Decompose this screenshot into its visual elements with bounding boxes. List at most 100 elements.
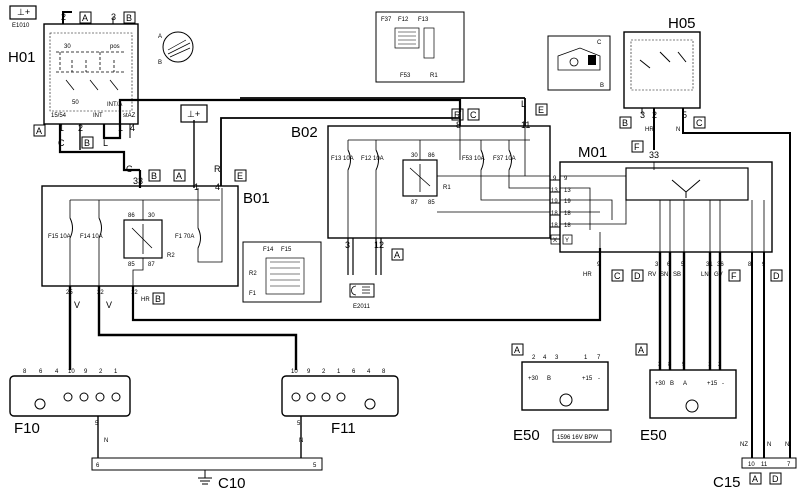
e50-right-label: E50 xyxy=(640,427,667,444)
svg-text:7: 7 xyxy=(787,462,791,468)
f10-label: F10 xyxy=(14,420,40,437)
m01-pin-33: 33 xyxy=(649,150,659,160)
svg-text:4: 4 xyxy=(543,355,547,361)
m01-pin-9: 9 xyxy=(597,262,601,268)
c15-label: C15 xyxy=(713,474,741,491)
svg-text:F12: F12 xyxy=(398,17,409,23)
svg-text:2: 2 xyxy=(532,355,536,361)
m01-tag-c: C xyxy=(614,271,621,281)
f10-light-cluster: F10 8 6 4 10 9 2 1 5 N xyxy=(9,369,131,444)
b01-wire-hr: HR xyxy=(141,297,150,303)
m01-tag-d: D xyxy=(634,271,641,281)
h01-pin-b1: 1 xyxy=(59,123,64,133)
svg-text:10: 10 xyxy=(68,369,75,375)
b02-fuse-box: B02 R C 8 L 11 E F13 10A F12 10A F53 10A… xyxy=(291,99,561,261)
b02-tag-r: R xyxy=(454,110,461,120)
b02-relay-30: 30 xyxy=(411,153,418,159)
h05-tag-c: C xyxy=(696,118,703,128)
h01-label-pos: pos xyxy=(110,44,120,50)
h05-wire-hr: HR xyxy=(645,127,654,133)
svg-text:L: L xyxy=(103,138,108,148)
svg-text:Y: Y xyxy=(565,238,569,244)
svg-text:8: 8 xyxy=(23,369,27,375)
b01-fuse-f15: F15 10A xyxy=(48,234,71,240)
b01-fuse-f14: F14 10A xyxy=(80,234,103,240)
svg-text:11: 11 xyxy=(761,462,768,468)
b01-inset: F14 F15 R2 F1 xyxy=(242,241,322,303)
svg-text:1: 1 xyxy=(337,369,341,375)
svg-text:10: 10 xyxy=(748,462,755,468)
svg-text:B: B xyxy=(670,381,674,387)
svg-text:LN: LN xyxy=(701,272,709,278)
svg-text:9: 9 xyxy=(553,176,557,182)
e50-right: A 3 8 9 1 2 +30 B A +15 - E50 xyxy=(635,343,737,444)
svg-text:N: N xyxy=(104,438,108,444)
svg-text:13: 13 xyxy=(551,188,558,194)
svg-text:19: 19 xyxy=(564,199,571,205)
b02-wire-l: L xyxy=(521,99,526,109)
m01-control-unit: M01 33 9 13 19 18 18 Y 9 3 6 5 31 36 8 9… xyxy=(559,144,783,282)
e50-left: A 2 4 3 1 7 +30 B +15 - E50 1596 16V BPW xyxy=(511,343,612,444)
h05-tag-b: B xyxy=(622,118,628,128)
c15-ground: NZ N N 10 11 7 C15 A D xyxy=(713,442,797,491)
svg-text:GV: GV xyxy=(714,272,723,278)
svg-text:A: A xyxy=(158,34,162,40)
h05-pin-3: 3 xyxy=(640,110,645,120)
b02-tag-c: C xyxy=(470,110,477,120)
b02-relay-name: R1 xyxy=(443,185,451,191)
m01-label: M01 xyxy=(578,144,607,161)
svg-text:2: 2 xyxy=(99,369,103,375)
svg-text:1: 1 xyxy=(114,369,118,375)
h05-label: H05 xyxy=(668,15,696,32)
svg-text:-: - xyxy=(722,381,724,387)
h05-wire-n: N xyxy=(676,127,680,133)
b01-pin-12: 12 xyxy=(131,290,138,296)
b02-fuse-f53: F53 10A xyxy=(462,156,485,162)
svg-text:A: A xyxy=(683,381,687,387)
c10-label: C10 xyxy=(218,475,246,492)
svg-text:9: 9 xyxy=(84,369,88,375)
svg-text:87: 87 xyxy=(148,262,155,268)
svg-text:18: 18 xyxy=(564,211,571,217)
svg-text:4: 4 xyxy=(367,369,371,375)
svg-text:86: 86 xyxy=(128,213,135,219)
svg-text:+30: +30 xyxy=(528,376,539,382)
svg-text:+15: +15 xyxy=(582,376,593,382)
h01-label-30: 30 xyxy=(64,44,71,50)
svg-text:9: 9 xyxy=(564,176,568,182)
m01-tag-d-right: D xyxy=(773,271,780,281)
b02-fuse-f37: F37 10A xyxy=(493,156,516,162)
svg-text:B: B xyxy=(600,83,604,89)
b01-fuse-f1: F1 70A xyxy=(175,234,194,240)
h01-pin-b4: 4 xyxy=(130,123,135,133)
svg-text:30: 30 xyxy=(148,213,155,219)
m01-tag-f: F xyxy=(731,271,737,281)
b02-pin-8: 8 xyxy=(456,120,461,130)
svg-text:RV: RV xyxy=(648,272,656,278)
b01-pin-33: 33 xyxy=(133,176,143,186)
svg-text:R2: R2 xyxy=(249,271,257,277)
h05-pin-5: 5 xyxy=(682,110,687,120)
svg-text:6: 6 xyxy=(39,369,43,375)
svg-text:1: 1 xyxy=(584,355,588,361)
svg-text:D: D xyxy=(772,474,779,484)
e50-left-caption: 1596 16V BPW xyxy=(557,435,598,441)
svg-text:3: 3 xyxy=(655,262,659,268)
h01-label-inta: INT/A xyxy=(107,102,122,108)
svg-text:3: 3 xyxy=(555,355,559,361)
svg-text:F15: F15 xyxy=(281,247,292,253)
h01-label-50: 50 xyxy=(72,100,79,106)
svg-text:6: 6 xyxy=(96,463,100,469)
svg-text:F1: F1 xyxy=(249,291,257,297)
svg-text:4: 4 xyxy=(55,369,59,375)
b02-inset: F37 F12 F13 F53 R1 xyxy=(375,11,465,83)
svg-text:SN: SN xyxy=(660,272,668,278)
svg-text:C: C xyxy=(597,40,602,46)
b02-label: B02 xyxy=(291,124,318,141)
b01-pin-22: 22 xyxy=(97,290,104,296)
b01-tag-a: A xyxy=(176,171,182,181)
b01-label: B01 xyxy=(243,190,270,207)
b01-relay-name: R2 xyxy=(167,253,175,259)
svg-text:N: N xyxy=(767,442,771,448)
